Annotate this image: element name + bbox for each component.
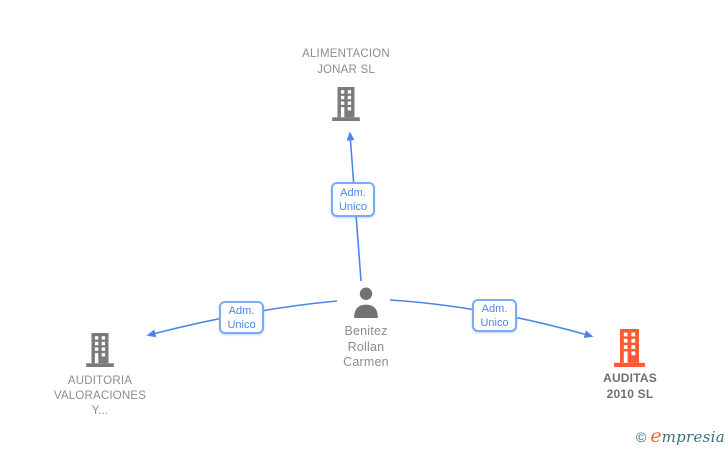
building-icon[interactable] bbox=[86, 333, 114, 367]
empresia-logo[interactable]: © empresia bbox=[636, 425, 725, 447]
brand-wordmark: empresia bbox=[650, 425, 725, 447]
company-top-name-line1: ALIMENTACION bbox=[302, 48, 390, 60]
company-left-name-line2: VALORACIONES bbox=[53, 390, 147, 402]
edge-label-line1: Adm. bbox=[228, 304, 255, 317]
building-icon[interactable] bbox=[614, 329, 645, 367]
person-icon[interactable] bbox=[352, 287, 380, 318]
company-left-name-line1: AUDITORIA bbox=[67, 375, 133, 387]
edge-label-adm-unico-left: Adm. Unico bbox=[219, 301, 264, 334]
company-left-name[interactable]: AUDITORIA VALORACIONES Y... bbox=[20, 374, 180, 419]
company-top-name[interactable]: ALIMENTACION JONAR SL bbox=[266, 46, 426, 78]
company-left-name-line3: Y... bbox=[91, 405, 109, 417]
copyright-icon: © bbox=[636, 429, 647, 445]
company-right-name[interactable]: AUDITAS 2010 SL bbox=[550, 370, 710, 402]
edge-label-line1: Adm. bbox=[481, 302, 508, 315]
building-icon[interactable] bbox=[332, 87, 360, 121]
person-name-line1: Benitez bbox=[344, 324, 388, 338]
edge-label-adm-unico-right: Adm. Unico bbox=[472, 299, 517, 332]
edge-label-line1: Adm. bbox=[340, 186, 366, 199]
brand-rest: mpresia bbox=[661, 428, 725, 446]
company-right-name-line1: AUDITAS bbox=[603, 371, 657, 385]
person-name[interactable]: Benitez Rollan Carmen bbox=[286, 324, 446, 371]
brand-initial: e bbox=[650, 425, 662, 447]
person-name-line2: Rollan bbox=[347, 339, 385, 354]
edge-label-adm-unico-top: Adm. Unico bbox=[331, 182, 375, 217]
edge-label-line2: Unico bbox=[227, 318, 256, 331]
person-name-line3: Carmen bbox=[343, 355, 389, 369]
edge-label-line2: Unico bbox=[480, 316, 509, 329]
company-top-name-line2: JONAR SL bbox=[317, 64, 375, 76]
company-right-name-line2: 2010 SL bbox=[606, 387, 654, 401]
edge-label-line2: Unico bbox=[338, 200, 368, 213]
